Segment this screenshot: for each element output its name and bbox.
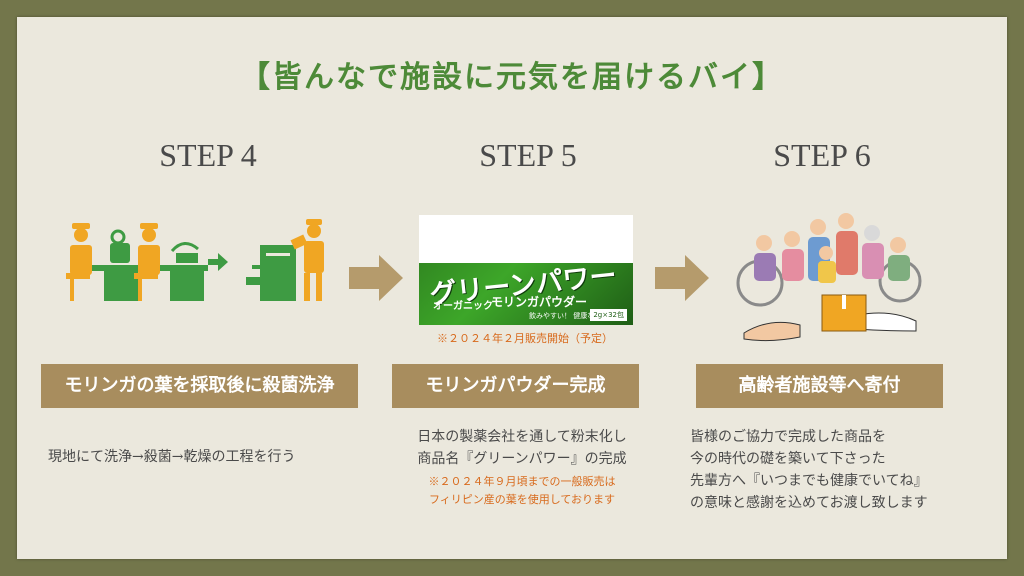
description-line: 日本の製薬会社を通して粉末化し bbox=[417, 429, 627, 445]
worker-icon bbox=[134, 223, 160, 301]
step-6-label: STEP 6 bbox=[773, 137, 871, 173]
description-line: 今の時代の礎を築いて下さった bbox=[690, 451, 886, 467]
drying-machine-icon bbox=[246, 245, 296, 301]
step-5-label: STEP 5 bbox=[479, 137, 577, 173]
product-line2: モリンガパウダー bbox=[491, 295, 588, 309]
small-arrow-icon bbox=[208, 253, 228, 271]
product-tagline: 飲みやすい！ 健康な栄養！ bbox=[529, 312, 616, 320]
note-line: フィリピン産の葉を使用しております bbox=[428, 493, 616, 506]
description-line: 先輩方へ『いつまでも健康でいてね』 bbox=[690, 473, 928, 489]
description-line: 現地にて洗浄→殺菌→乾燥の工程を行う bbox=[48, 449, 296, 465]
note-line: ※２０２４年９月頃までの一般販売は bbox=[428, 475, 616, 488]
product-quantity-tag: 2g×32包 bbox=[590, 309, 627, 321]
elderly-donation-illustration bbox=[736, 213, 922, 342]
description-line: 商品名『グリーンパワー』の完成 bbox=[417, 451, 627, 467]
hands-icon bbox=[743, 312, 917, 342]
desk-icon bbox=[92, 229, 142, 301]
step-4-banner: モリンガの葉を採取後に殺菌洗浄 bbox=[41, 364, 358, 408]
step-4-label: STEP 4 bbox=[159, 137, 257, 173]
worker-icon bbox=[290, 219, 324, 301]
product-sale-note: ※２０２４年２月販売開始（予定） bbox=[437, 332, 613, 345]
donation-box-icon bbox=[821, 294, 867, 332]
description-line: の意味と感謝を込めてお渡し致します bbox=[690, 495, 928, 511]
elderly-people-icon bbox=[754, 213, 910, 283]
product-package-image: グリーンパワー オーガニック モリンガパウダー 飲みやすい！ 健康な栄養！ 2g… bbox=[419, 215, 633, 325]
description-line: 皆様のご協力で完成した商品を bbox=[690, 429, 886, 445]
step-arrow-icon bbox=[655, 255, 709, 301]
step-4-description: 現地にて洗浄→殺菌→乾燥の工程を行う bbox=[48, 446, 368, 468]
step-6-banner: 高齢者施設等へ寄付 bbox=[696, 364, 943, 408]
step-arrow-icon bbox=[349, 255, 403, 301]
product-photo-strip bbox=[419, 215, 633, 263]
desk-icon bbox=[160, 242, 208, 301]
step-6-description: 皆様のご協力で完成した商品を 今の時代の礎を築いて下さった 先輩方へ『いつまでも… bbox=[690, 426, 990, 514]
page-title: 【皆んなで施設に元気を届けるバイ】 bbox=[240, 60, 784, 95]
product-line1: オーガニック bbox=[433, 301, 493, 312]
step-5-origin-note: ※２０２４年９月頃までの一般販売は フィリピン産の葉を使用しております bbox=[392, 473, 652, 509]
step-5-description: 日本の製薬会社を通して粉末化し 商品名『グリーンパワー』の完成 bbox=[392, 426, 652, 470]
processing-workers-illustration bbox=[66, 219, 324, 301]
step-5-banner: モリンガパウダー完成 bbox=[392, 364, 639, 408]
worker-icon bbox=[66, 223, 92, 301]
